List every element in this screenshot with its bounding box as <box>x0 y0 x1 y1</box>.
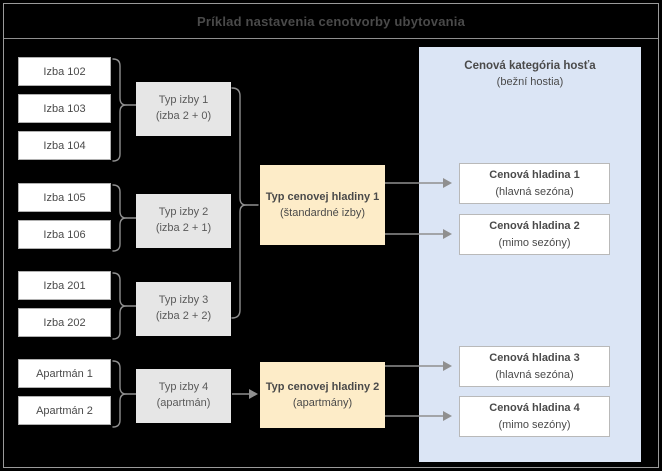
price-level-box[interactable]: Cenová hladina 1 (hlavná sezóna) <box>459 163 610 204</box>
room-type-box[interactable]: Typ izby 1 (izba 2 + 0) <box>136 82 231 136</box>
room-type-title: Typ izby 3 <box>158 294 209 307</box>
guest-category-title: Cenová kategória hosťa <box>464 60 596 72</box>
room-type-title: Typ izby 4 <box>158 381 209 394</box>
room-box[interactable]: Izba 201 <box>18 271 111 300</box>
page-title: Príklad nastavenia cenotvorby ubytovania <box>196 13 466 29</box>
price-level-type-subtitle: (apartmány) <box>292 397 353 409</box>
room-type-subtitle: (apartmán) <box>156 397 211 409</box>
room-box[interactable]: Izba 202 <box>18 308 111 337</box>
price-level-title: Cenová hladina 1 <box>489 169 580 181</box>
room-type-box[interactable]: Typ izby 2 (izba 2 + 1) <box>136 194 231 248</box>
price-level-box[interactable]: Cenová hladina 4 (mimo sezóny) <box>459 396 610 437</box>
price-level-subtitle: (hlavná sezóna) <box>495 368 574 381</box>
price-level-type-subtitle: (štandardné izby) <box>280 207 365 219</box>
price-level-title: Cenová hladina 4 <box>489 402 580 414</box>
room-box[interactable]: Apartmán 1 <box>18 359 111 388</box>
room-type-title: Typ izby 2 <box>158 206 209 219</box>
price-level-title: Cenová hladina 3 <box>489 352 580 364</box>
room-box[interactable]: Izba 106 <box>18 220 111 249</box>
room-type-subtitle: (izba 2 + 2) <box>155 310 212 322</box>
price-level-type-title: Typ cenovej hladiny 2 <box>265 380 380 393</box>
room-box[interactable]: Izba 105 <box>18 183 111 212</box>
price-level-type-box[interactable]: Typ cenovej hladiny 1 (štandardné izby) <box>260 165 385 245</box>
diagram-title-bar: Príklad nastavenia cenotvorby ubytovania <box>4 4 658 38</box>
title-divider <box>4 38 658 39</box>
price-level-box[interactable]: Cenová hladina 3 (hlavná sezóna) <box>459 346 610 387</box>
price-level-title: Cenová hladina 2 <box>489 220 580 232</box>
room-type-subtitle: (izba 2 + 0) <box>155 110 212 122</box>
price-level-type-title: Typ cenovej hladiny 1 <box>265 190 380 203</box>
room-type-title: Typ izby 1 <box>158 94 209 107</box>
price-level-subtitle: (mimo sezóny) <box>498 418 571 431</box>
room-box[interactable]: Izba 103 <box>18 94 111 123</box>
diagram-frame <box>3 3 659 468</box>
room-type-box[interactable]: Typ izby 3 (izba 2 + 2) <box>136 282 231 336</box>
room-type-box[interactable]: Typ izby 4 (apartmán) <box>136 369 231 423</box>
guest-category-subtitle: (bežní hostia) <box>496 76 564 88</box>
room-type-subtitle: (izba 2 + 1) <box>155 222 212 234</box>
room-box[interactable]: Izba 104 <box>18 131 111 160</box>
room-box[interactable]: Apartmán 2 <box>18 396 111 425</box>
room-box[interactable]: Izba 102 <box>18 57 111 86</box>
price-level-subtitle: (hlavná sezóna) <box>495 185 574 198</box>
price-level-box[interactable]: Cenová hladina 2 (mimo sezóny) <box>459 214 610 255</box>
price-level-type-box[interactable]: Typ cenovej hladiny 2 (apartmány) <box>260 362 385 428</box>
price-level-subtitle: (mimo sezóny) <box>498 236 571 249</box>
